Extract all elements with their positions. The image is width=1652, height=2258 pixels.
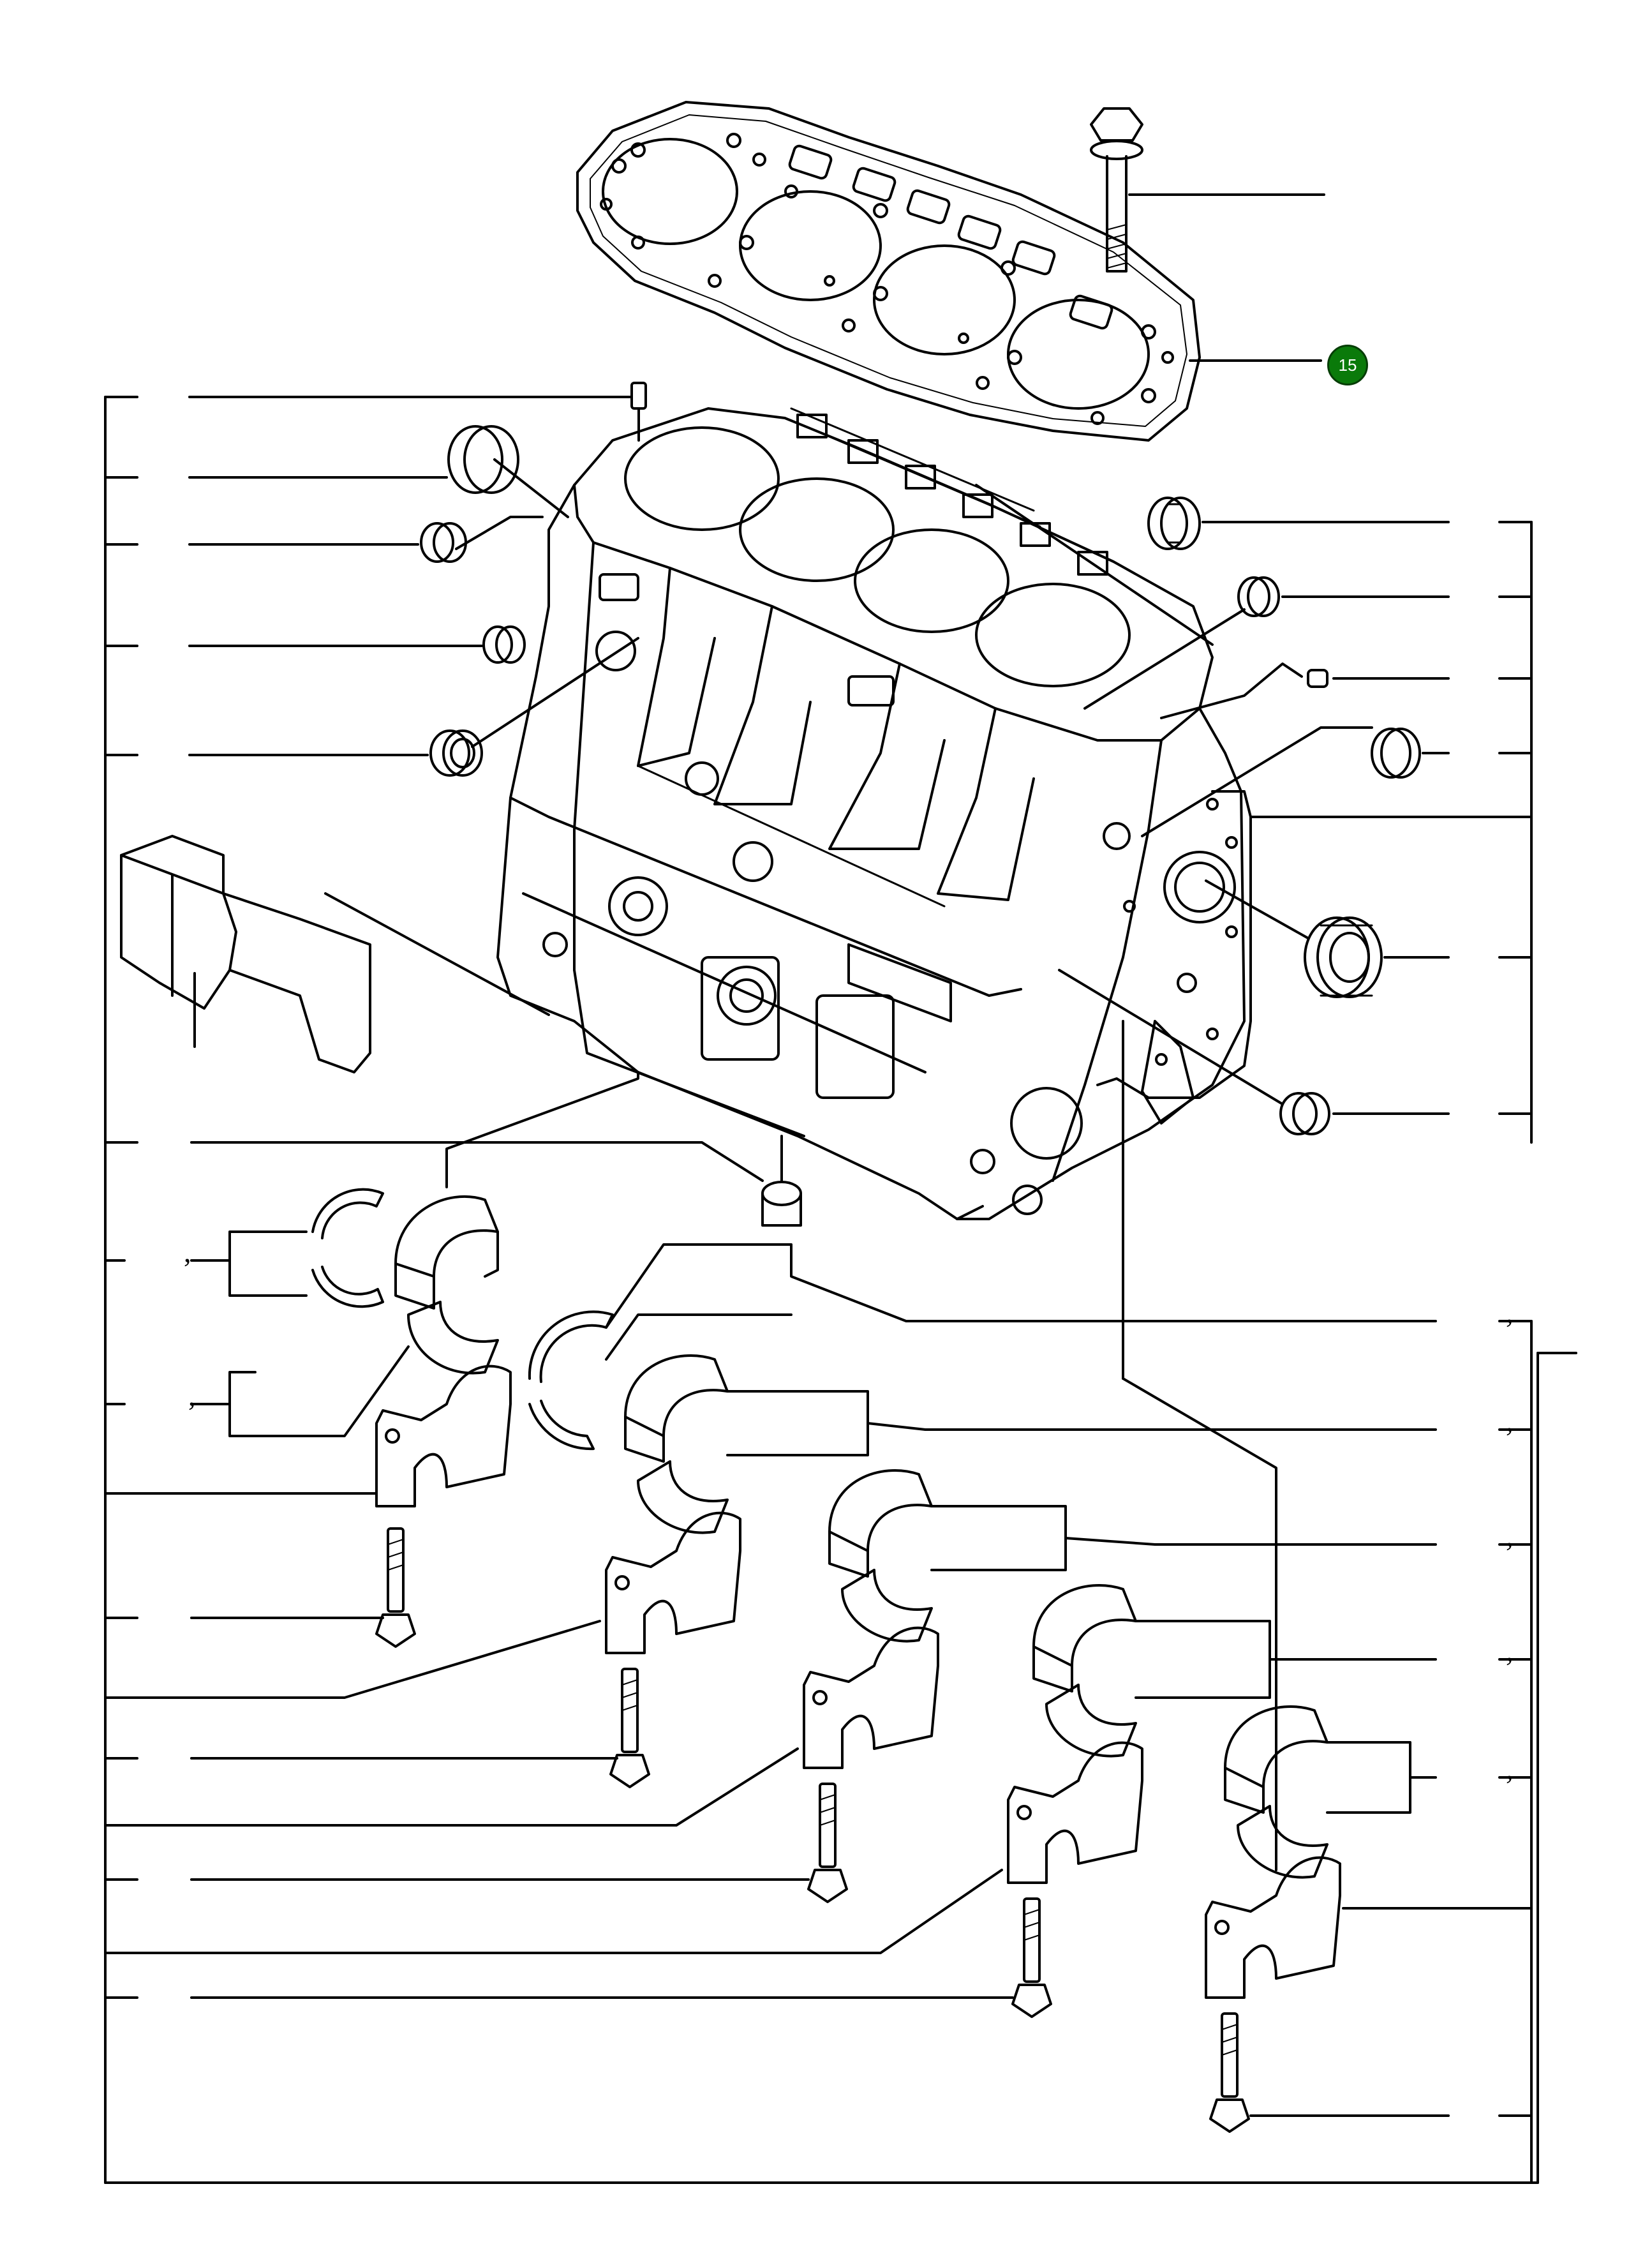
dowel-pin [188, 382, 647, 442]
seal-ring-left [188, 637, 639, 777]
cap-bolt-4 [190, 1897, 1052, 2018]
bearing-cap-1 [190, 1365, 512, 1507]
bearing-cap-5 [1205, 1856, 1533, 1999]
main-bearing-shell-2 [624, 1354, 1437, 1534]
comma-mark: , [1506, 1296, 1514, 1329]
comma-mark: , [188, 1379, 196, 1412]
main-bearing-shell-5 [1224, 1705, 1437, 1879]
bearing-cap-4 [190, 1741, 1143, 1954]
main-bearing-shell-1 [190, 1071, 639, 1437]
threaded-plug [188, 625, 526, 664]
comma-mark: , [1506, 1634, 1514, 1667]
bearing-cap-3 [190, 1626, 939, 1827]
comma-mark: , [184, 1236, 191, 1268]
head-gasket [576, 101, 1201, 442]
core-plug-small [188, 516, 544, 563]
comma-mark: , [1506, 1520, 1514, 1552]
right-bracket [1498, 521, 1577, 2184]
comma-mark: , [1506, 1753, 1514, 1785]
callout-number: 15 [1338, 355, 1357, 375]
drain-plug [190, 1135, 802, 1227]
side-cover [120, 835, 550, 1073]
rear-plugs [975, 484, 1533, 1871]
main-bearing-shell-4 [1032, 1584, 1437, 1758]
cap-bolt-5 [1209, 2012, 1450, 2133]
left-bracket [104, 396, 1539, 2184]
thrust-washers-left [190, 1188, 384, 1308]
crank-seal [1205, 879, 1450, 998]
callout-15-head-gasket[interactable]: 15 [1327, 345, 1368, 385]
core-plug-large [188, 425, 569, 518]
cap-bolt-3 [190, 1783, 848, 1903]
cap-bolt-1 [190, 1527, 416, 1648]
comma-mark: , [1506, 1405, 1514, 1437]
head-bolt [1090, 107, 1325, 273]
cylinder-block [496, 407, 1246, 1220]
bearing-cap-2 [190, 1511, 741, 1699]
thrust-washers-right [528, 1243, 1437, 1451]
main-bearing-shell-3 [828, 1469, 1437, 1643]
cap-bolt-2 [190, 1668, 650, 1788]
